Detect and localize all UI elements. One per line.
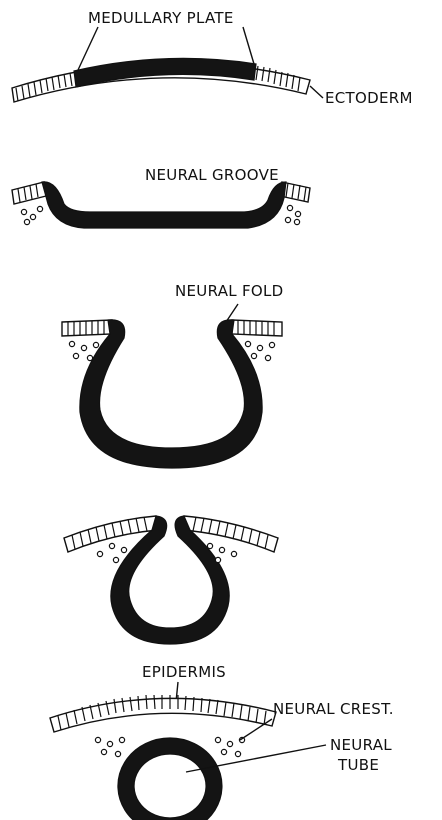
neural-groove-plate xyxy=(42,182,286,228)
mesenchyme-dots-left xyxy=(21,206,42,224)
stage-5-neural-tube: EPIDERMIS NEURAL CREST. NEURAL TUBE xyxy=(50,663,394,820)
label-neural-tube-line2: TUBE xyxy=(337,756,379,774)
label-neural-fold: NEURAL FOLD xyxy=(175,282,284,300)
label-medullary-plate: MEDULLARY PLATE xyxy=(88,9,234,27)
mesenchyme-dots-left xyxy=(97,543,126,562)
mesenchyme-dots-right xyxy=(285,205,300,224)
label-ectoderm: ECTODERM xyxy=(325,89,413,107)
closing-tube-plate xyxy=(111,516,229,644)
stage-3-neural-fold: NEURAL FOLD xyxy=(62,282,284,468)
label-neural-tube-line1: NEURAL xyxy=(330,736,392,754)
neural-fold-plate xyxy=(80,320,262,468)
label-epidermis: EPIDERMIS xyxy=(142,663,226,681)
neural-tube-ring xyxy=(118,738,222,820)
ectoderm-left-band xyxy=(12,182,46,204)
label-neural-groove: NEURAL GROOVE xyxy=(145,166,279,184)
stage-2-neural-groove: NEURAL GROOVE xyxy=(12,166,310,228)
leader-medullary-plate-left xyxy=(78,27,98,70)
neural-crest-dots-left xyxy=(95,737,124,756)
label-neural-crest: NEURAL CREST. xyxy=(273,700,394,718)
leader-ectoderm xyxy=(310,86,323,98)
mesenchyme-dots-right xyxy=(245,341,274,360)
stage-1-medullary-plate: MEDULLARY PLATE ECTODERM xyxy=(12,9,413,107)
leader-medullary-plate-right xyxy=(243,27,254,64)
stage-4-closing-tube xyxy=(64,516,278,644)
